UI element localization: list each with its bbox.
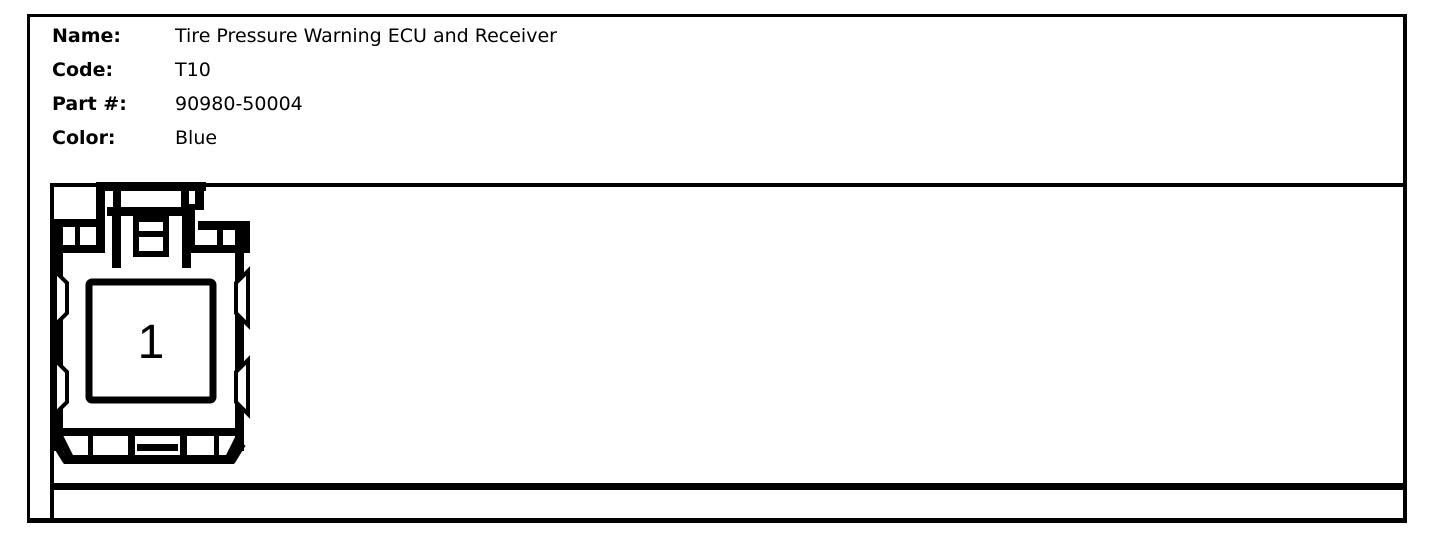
color-value: Blue <box>175 127 218 149</box>
page-border <box>27 14 1407 523</box>
color-label: Color: <box>52 127 116 149</box>
name-label: Name: <box>52 25 122 47</box>
table-divider-line <box>50 483 1407 490</box>
connector-drawing-cell <box>50 183 1407 523</box>
part-number-value: 90980-50004 <box>175 93 303 115</box>
name-value: Tire Pressure Warning ECU and Receiver <box>175 25 557 47</box>
code-label: Code: <box>52 59 114 81</box>
part-number-label: Part #: <box>52 93 127 115</box>
connector-info-header: Name: Tire Pressure Warning ECU and Rece… <box>52 19 557 155</box>
code-value: T10 <box>175 59 211 81</box>
